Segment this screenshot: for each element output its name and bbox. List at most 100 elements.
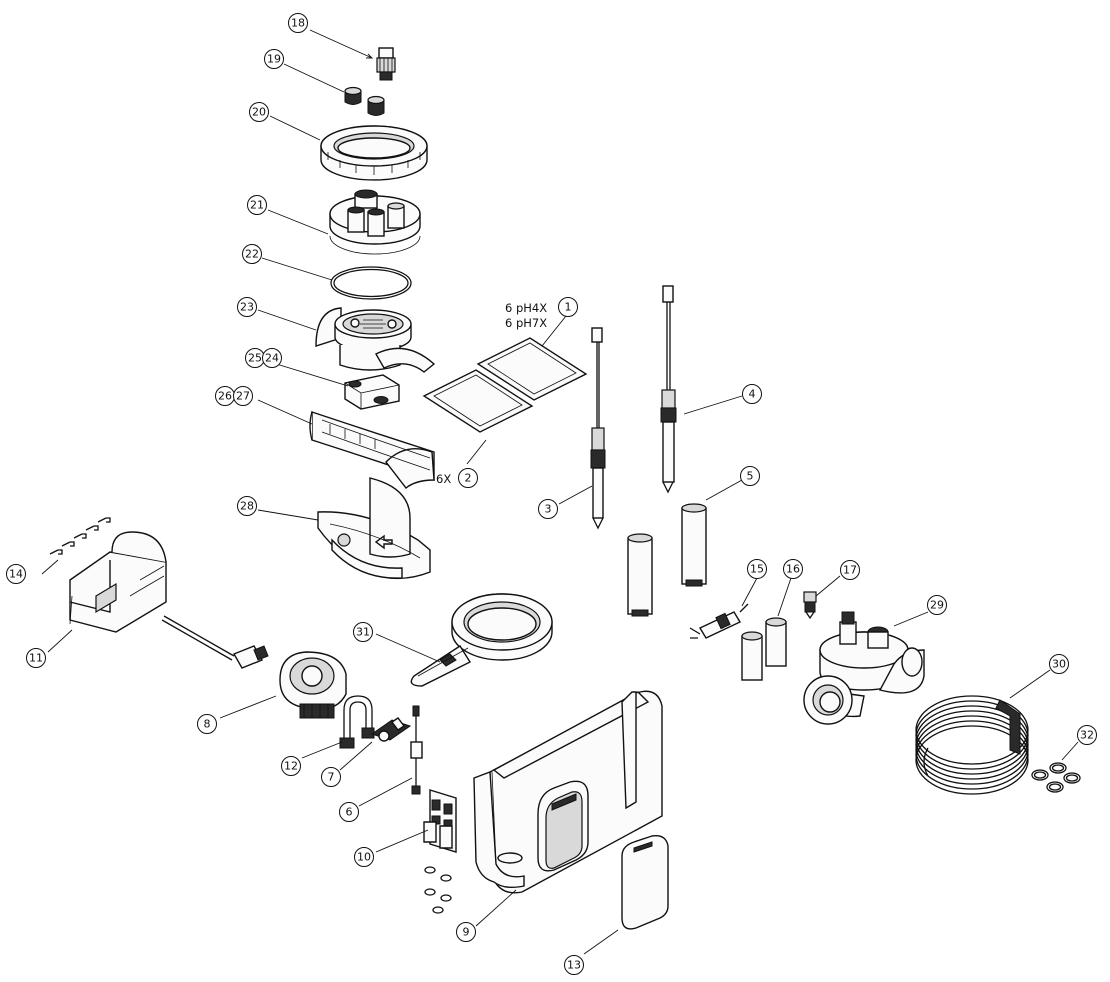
callout-9: 9: [456, 922, 476, 942]
callout-30: 30: [1049, 654, 1069, 674]
part-15-holder: [689, 603, 749, 639]
callout-number: 26: [218, 390, 232, 403]
callout-number: 5: [747, 470, 754, 483]
part-32-o-rings: [1031, 762, 1081, 793]
callout-31: 31: [353, 622, 373, 642]
callout-bubbles: 18 19 20 21 22 23 25 24 26 27 28 1 2 3 4…: [6, 13, 1097, 975]
callout-26: 26: [215, 386, 235, 406]
callout-number: 1: [565, 301, 572, 314]
callout-5: 5: [740, 466, 760, 486]
callout-number: 17: [843, 564, 857, 577]
callout-19: 19: [264, 49, 284, 69]
part-14-screws: [49, 517, 111, 555]
part-20-ring-nut: [320, 125, 428, 181]
callout-number: 25: [248, 352, 262, 365]
callout-18: 18: [288, 13, 308, 33]
part-3-probe: [590, 327, 606, 530]
callout-4: 4: [742, 384, 762, 404]
callout-number: 27: [236, 390, 250, 403]
part-26-27-half-shell: [309, 411, 435, 489]
note-buffer-ph4: 6 pH4X: [505, 301, 547, 315]
part-2-sachet: [422, 369, 534, 433]
callout-number: 23: [240, 301, 254, 314]
part-19-plugs: [344, 86, 385, 116]
callout-number: 31: [356, 626, 370, 639]
callout-number: 9: [463, 926, 470, 939]
callout-number: 24: [265, 352, 279, 365]
part-7-valve-block: [370, 717, 412, 742]
part-30-tube-coil: [915, 695, 1029, 795]
part-6-pin: [410, 705, 423, 795]
callout-20: 20: [249, 102, 269, 122]
callout-number: 2: [465, 472, 472, 485]
callout-3: 3: [538, 499, 558, 519]
part-11-pump-cover: [69, 531, 167, 633]
callout-number: 28: [240, 500, 254, 513]
callout-14: 14: [6, 564, 26, 584]
callout-17: 17: [840, 560, 860, 580]
callout-number: 6: [346, 806, 353, 819]
part-9-enclosure: [473, 690, 663, 894]
part-8-pump-head: [161, 615, 347, 719]
note-sachet-qty: 6X: [436, 472, 451, 486]
callout-32: 32: [1077, 725, 1097, 745]
part-10-circuit-board: [423, 789, 457, 914]
callout-number: 4: [749, 388, 756, 401]
part-18-fitting: [376, 47, 396, 81]
part-16-spacers: [741, 617, 787, 681]
part-4-probe: [660, 285, 677, 494]
note-buffer-ph7: 6 pH7X: [505, 316, 547, 330]
callout-number: 22: [245, 248, 259, 261]
part-17-fitting: [803, 591, 817, 620]
callout-number: 15: [750, 563, 764, 576]
callout-27: 27: [233, 386, 253, 406]
callout-24: 24: [262, 348, 282, 368]
callout-number: 16: [786, 563, 800, 576]
callout-number: 13: [567, 959, 581, 972]
callout-23: 23: [237, 297, 257, 317]
callout-number: 18: [291, 17, 305, 30]
callout-22: 22: [242, 244, 262, 264]
annotations: 6 pH4X 6 pH7X 6X: [436, 301, 547, 486]
callout-number: 8: [204, 718, 211, 731]
callout-10: 10: [354, 847, 374, 867]
callout-21: 21: [247, 195, 267, 215]
callout-number: 12: [284, 760, 298, 773]
callout-28: 28: [237, 496, 257, 516]
callout-12: 12: [281, 756, 301, 776]
callout-13: 13: [564, 955, 584, 975]
part-31-ring-handle: [410, 593, 553, 687]
callout-number: 7: [328, 771, 335, 784]
callout-number: 32: [1080, 729, 1094, 742]
callout-number: 3: [545, 503, 552, 516]
part-28-lower-housing: [317, 477, 431, 580]
part-23-upper-housing: [315, 307, 436, 373]
part-21-cover: [329, 189, 421, 255]
part-22-o-ring: [330, 266, 412, 300]
part-1-buffer-sachet: [476, 337, 588, 401]
callout-29: 29: [927, 595, 947, 615]
callout-number: 30: [1052, 658, 1066, 671]
callout-1: 1: [558, 297, 578, 317]
part-5-sleeves: [627, 503, 707, 617]
callout-16: 16: [783, 559, 803, 579]
callout-number: 11: [29, 652, 43, 665]
callout-number: 10: [357, 851, 371, 864]
callout-7: 7: [321, 767, 341, 787]
part-24-25-block: [344, 374, 400, 410]
callout-8: 8: [197, 714, 217, 734]
callout-number: 19: [267, 53, 281, 66]
callout-25: 25: [245, 348, 265, 368]
callout-2: 2: [458, 468, 478, 488]
callout-number: 29: [930, 599, 944, 612]
callout-number: 14: [9, 568, 23, 581]
part-13-side-cover: [621, 835, 669, 930]
callout-15: 15: [747, 559, 767, 579]
callout-number: 21: [250, 199, 264, 212]
callout-11: 11: [26, 648, 46, 668]
part-12-u-tube: [339, 695, 375, 749]
part-29-valve: [803, 611, 925, 725]
callout-number: 20: [252, 106, 266, 119]
